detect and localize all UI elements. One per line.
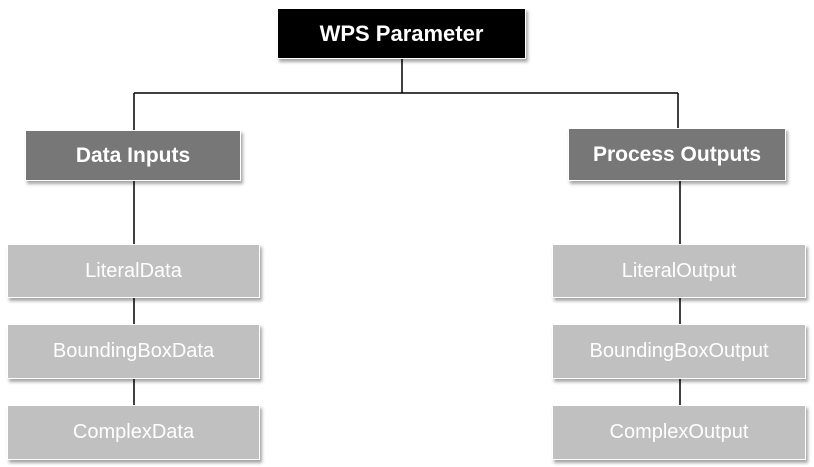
leaf-node-literal-output: LiteralOutput <box>552 244 806 298</box>
group-node-process-outputs: Process Outputs <box>568 128 786 181</box>
leaf-node-label: ComplexOutput <box>609 421 749 443</box>
root-node-label: WPS Parameter <box>319 20 484 46</box>
root-node-wps-parameter: WPS Parameter <box>277 8 526 59</box>
leaf-node-complex-output: ComplexOutput <box>552 405 806 460</box>
leaf-node-bounding-box-data: BoundingBoxData <box>7 324 260 379</box>
leaf-node-label: ComplexData <box>72 421 195 443</box>
leaf-node-complex-data: ComplexData <box>7 405 260 460</box>
leaf-node-label: LiteralOutput <box>621 259 737 282</box>
group-node-label: Process Outputs <box>592 142 762 166</box>
group-node-label: Data Inputs <box>75 143 191 167</box>
leaf-node-bounding-box-output: BoundingBoxOutput <box>552 324 806 379</box>
leaf-node-literal-data: LiteralData <box>7 244 260 298</box>
group-node-data-inputs: Data Inputs <box>25 130 241 181</box>
leaf-node-label: BoundingBoxData <box>52 340 215 362</box>
leaf-node-label: LiteralData <box>85 259 182 282</box>
leaf-node-label: BoundingBoxOutput <box>589 340 769 362</box>
